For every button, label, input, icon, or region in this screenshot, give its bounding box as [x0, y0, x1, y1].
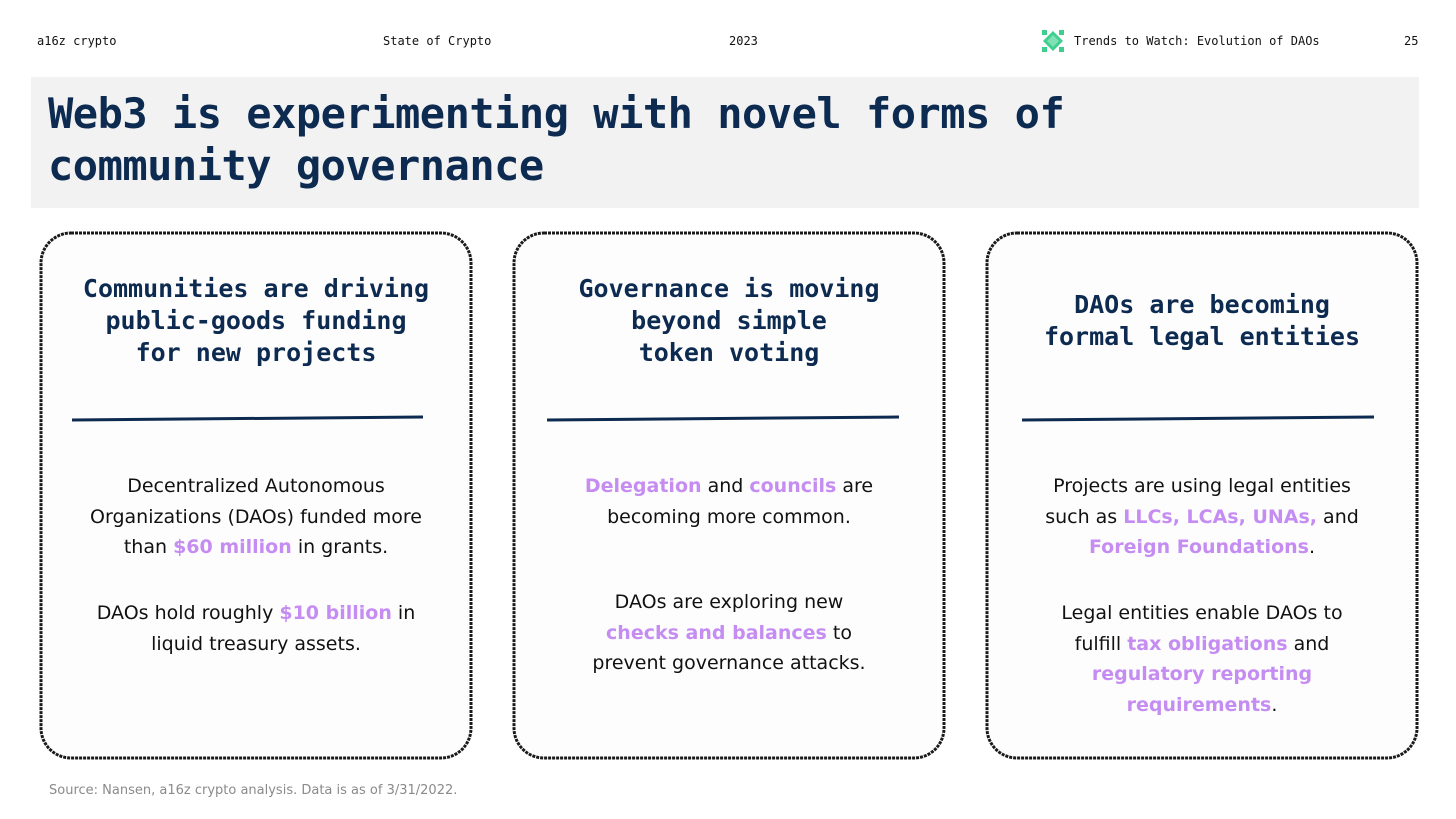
source-note: Source: Nansen, a16z crypto analysis. Da… — [49, 783, 458, 798]
title-line-2: community governance — [48, 141, 544, 190]
card-paragraph-2: DAOs hold roughly $10 billion in liquid … — [96, 602, 416, 655]
highlight-entity-types: LLCs, LCAs, UNAs, — [1123, 505, 1318, 528]
section-label: Trends to Watch: Evolution of DAOs — [1074, 34, 1320, 48]
card-paragraph-2: DAOs are exploring new checks and balanc… — [592, 591, 866, 674]
report-label: State of Crypto — [383, 34, 492, 48]
page-number: 25 — [1404, 34, 1419, 48]
highlight-treasury-amount: $10 billion — [279, 602, 392, 624]
card-paragraph-1: Decentralized Autonomous Organizations (… — [90, 475, 422, 558]
highlight-tax-obligations: tax obligations — [1127, 632, 1288, 655]
card-paragraph-2: Legal entities enable DAOs to fulfill ta… — [1061, 602, 1343, 716]
brand-label: a16z crypto — [37, 34, 117, 48]
highlight-regulatory-reporting: regulatory reporting — [1091, 663, 1313, 685]
a16z-logo-icon — [1042, 30, 1064, 52]
card-frame — [985, 231, 1419, 760]
card-frame — [512, 231, 946, 760]
highlight-foreign-foundations: Foreign Foundations — [1088, 536, 1309, 558]
page-title: Web3 is experimenting with novel forms o… — [48, 88, 1248, 192]
highlight-requirements: requirements — [1126, 693, 1272, 716]
card-paragraph-1: Projects are using legal entities such a… — [1045, 475, 1359, 558]
highlight-grants-amount: $60 million — [173, 536, 292, 558]
highlight-councils: councils — [749, 475, 837, 497]
highlight-delegation: Delegation — [584, 475, 702, 497]
highlight-checks-balances: checks and balances — [606, 621, 827, 644]
card-frame — [39, 231, 473, 760]
title-line-1: Web3 is experimenting with novel forms o… — [48, 89, 1065, 138]
title-band — [31, 77, 1419, 208]
year-label: 2023 — [729, 34, 758, 48]
card-paragraph-1: Delegation and councils are becoming mor… — [584, 475, 874, 528]
top-bar: a16z crypto State of Crypto 2023 Trends … — [0, 34, 1456, 48]
